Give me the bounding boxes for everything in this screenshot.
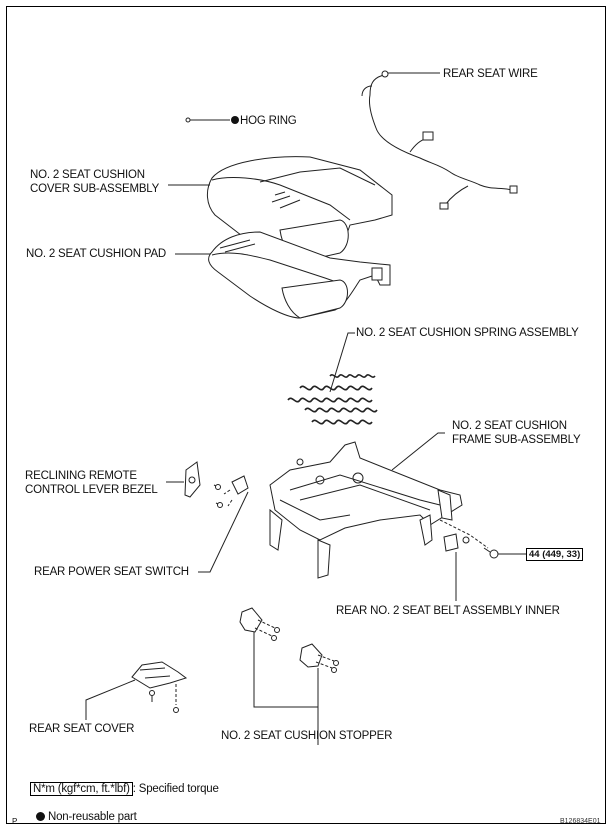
torque-value-box: 44 (449, 33) [526,548,584,561]
corner-mark: P [12,817,18,826]
legend-non-reusable-text: Non-reusable part [48,811,137,823]
label-cushion-stopper: NO. 2 SEAT CUSHION STOPPER [221,730,393,742]
label-frame-line1: NO. 2 SEAT CUSHION [452,420,567,432]
leader-frame [391,432,445,471]
legend-torque: N*m (kgf*cm, ft.*lbf): Specified torque [24,768,219,796]
label-bezel-line2: CONTROL LEVER BEZEL [25,484,158,496]
lever-bezel-part [184,461,201,498]
diagram-frame [6,6,606,824]
label-cushion-cover-line1: NO. 2 SEAT CUSHION [30,169,145,181]
leader-power-switch [198,491,249,573]
rear-seat-wire-part [361,70,518,210]
non-reusable-mark-icon [231,116,239,124]
leader-stopper [253,632,319,745]
label-spring-assembly: NO. 2 SEAT CUSHION SPRING ASSEMBLY [356,327,579,339]
label-seat-belt-inner: REAR NO. 2 SEAT BELT ASSEMBLY INNER [336,605,560,617]
legend-non-reusable: Non-reusable part [30,796,137,824]
rear-seat-cover-part [131,661,188,713]
leader-rear-seat-cover [85,679,136,720]
seat-cushion-pad-part [208,231,391,319]
label-hog-ring: HOG RING [240,115,297,127]
label-frame-line2: FRAME SUB-ASSEMBLY [452,434,581,446]
spring-assembly-part [287,374,378,425]
frame-sub-assembly-part [269,441,463,579]
label-cushion-pad: NO. 2 SEAT CUSHION PAD [26,248,167,260]
non-reusable-legend-icon [36,812,45,821]
bezel-screws [213,484,223,508]
legend-torque-unit: N*m (kgf*cm, ft.*lbf) [30,782,133,796]
legend-torque-desc: : Specified torque [132,783,219,795]
power-seat-switch-part [223,475,249,507]
seat-belt-inner-part [439,519,489,552]
hog-ring-part [185,117,191,123]
label-power-seat-switch: REAR POWER SEAT SWITCH [34,566,189,578]
torque-bolt-part [483,547,499,559]
cushion-stopper-part-2 [299,643,339,673]
cushion-stopper-part-1 [239,607,280,641]
label-cushion-cover-line2: COVER SUB-ASSEMBLY [30,183,160,195]
leader-spring-assembly [329,332,355,393]
figure-id: B126834E01 [560,818,601,825]
label-rear-seat-cover: REAR SEAT COVER [29,723,135,735]
label-rear-seat-wire: REAR SEAT WIRE [443,68,538,80]
label-bezel-line1: RECLINING REMOTE [25,470,137,482]
